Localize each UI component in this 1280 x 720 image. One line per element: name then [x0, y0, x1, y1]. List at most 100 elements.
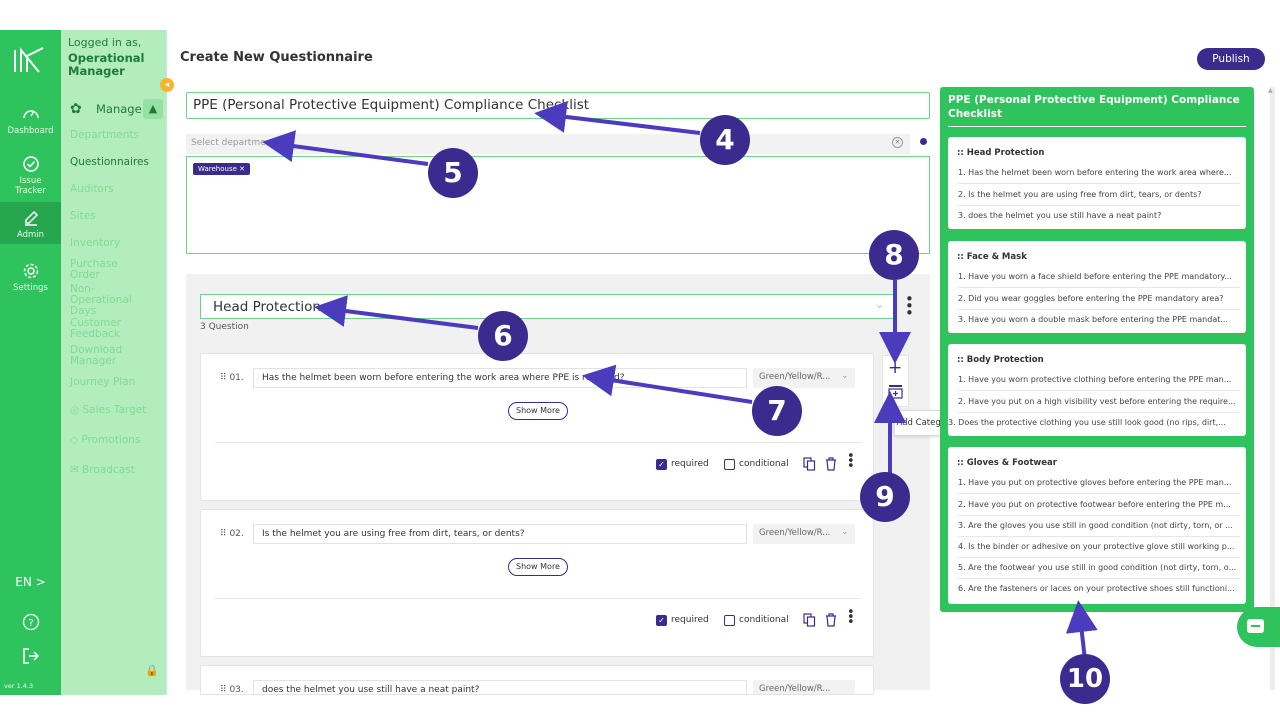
logout-icon[interactable]	[0, 647, 61, 668]
nav-item-broadcast[interactable]: ✉ Broadcast	[70, 465, 162, 476]
preview-question: 5. Are the footwear you use still in goo…	[958, 563, 1237, 572]
question-number: ⠿ 02.	[220, 529, 244, 539]
nav-item-questionnaires[interactable]: Questionnaires	[70, 156, 149, 168]
collapse-arrow-icon[interactable]: ◂	[160, 78, 174, 92]
chevron-down-icon: ⌄	[841, 527, 849, 537]
language-switch[interactable]: EN >	[15, 575, 46, 589]
nav-item-customer-feedback[interactable]: Customer Feedback	[70, 317, 122, 340]
icon-rail: Dashboard Issue Tracker Admin Settings E…	[0, 30, 61, 695]
conditional-checkbox[interactable]	[724, 615, 735, 626]
copy-icon[interactable]	[803, 457, 816, 471]
answer-type-select[interactable]: Green/Yellow/R...⌄	[753, 368, 855, 388]
nav-item-sites[interactable]: Sites	[70, 210, 96, 222]
drag-handle-icon[interactable]: ⠿	[220, 373, 230, 383]
question-text-input[interactable]: Is the helmet you are using free from di…	[253, 524, 747, 544]
chevron-up-icon[interactable]: ▲	[143, 99, 163, 119]
preview-question: 1. Have you worn protective clothing bef…	[958, 375, 1232, 384]
divider	[215, 442, 861, 443]
category-title-input[interactable]: Head Protection	[200, 294, 896, 319]
callout-4: 4	[700, 115, 750, 165]
question-number-label: 01.	[229, 373, 244, 383]
answer-type-select[interactable]: Green/Yellow/R...⌄	[753, 524, 855, 544]
preview-category-card[interactable]: :: Head Protection 1. Has the helmet bee…	[948, 137, 1246, 229]
nav-item-inventory[interactable]: Inventory	[70, 237, 121, 249]
preview-question: 3. Does the protective clothing you use …	[948, 418, 1226, 427]
help-icon[interactable]: ?	[0, 613, 61, 634]
preview-title: PPE (Personal Protective Equipment) Comp…	[948, 94, 1240, 120]
rail-label: Admin	[16, 230, 45, 240]
nav-item-departments[interactable]: Departments	[70, 129, 140, 141]
divider	[958, 536, 1240, 537]
trash-icon[interactable]	[825, 613, 837, 627]
preview-category-card[interactable]: :: Gloves & Footwear 1. Have you put on …	[948, 447, 1246, 604]
rail-issue-tracker[interactable]: Issue Tracker	[0, 155, 61, 196]
department-chip[interactable]: Warehouse ✕	[193, 163, 251, 175]
preview-question: 6. Are the fasteners or laces on your pr…	[958, 584, 1235, 593]
divider	[958, 287, 1240, 288]
required-checkbox[interactable]: ✓	[656, 615, 667, 626]
preview-question: 3. does the helmet you use still have a …	[958, 211, 1162, 220]
page-title: Create New Questionnaire	[180, 50, 373, 65]
scroll-up-icon[interactable]: ▲	[1268, 87, 1273, 94]
preview-question: 2. Did you wear goggles before entering …	[958, 294, 1224, 303]
clear-icon[interactable]: ×	[892, 137, 903, 148]
rail-settings[interactable]: Settings	[0, 262, 61, 293]
question-card: ⠿ 03. does the helmet you use still have…	[200, 665, 874, 695]
nav-item-sales-target[interactable]: ◎ Sales Target	[70, 405, 162, 416]
divider	[948, 126, 1246, 127]
rail-label: Dashboard	[7, 126, 54, 136]
nav-item-promotions[interactable]: ◇ Promotions	[70, 435, 162, 446]
conditional-checkbox[interactable]	[724, 459, 735, 470]
copy-icon[interactable]	[803, 613, 816, 627]
nav-item-non-operational-days[interactable]: Non-Operational Days	[70, 283, 132, 317]
answer-type-select[interactable]: Green/Yellow/R...	[753, 680, 855, 694]
nav-item-journey-plan[interactable]: Journey Plan	[70, 376, 136, 388]
nav-item-purchase-order[interactable]: Purchase Order	[70, 258, 118, 281]
questionnaire-title-input[interactable]: PPE (Personal Protective Equipment) Comp…	[186, 92, 930, 119]
nav-item-auditors[interactable]: Auditors	[70, 183, 114, 195]
info-icon[interactable]	[920, 138, 927, 145]
svg-text:?: ?	[28, 618, 33, 629]
publish-button[interactable]: Publish	[1197, 48, 1265, 70]
question-number: ⠿ 01.	[220, 373, 244, 383]
question-card: ⠿ 02. Is the helmet you are using free f…	[200, 509, 874, 657]
preview-category-card[interactable]: :: Body Protection 1. Have you worn prot…	[948, 344, 1246, 436]
chevron-down-icon[interactable]: ⌄	[875, 298, 885, 311]
more-vertical-icon[interactable]: •••	[905, 290, 914, 322]
divider	[958, 493, 1240, 494]
question-text-input[interactable]: Has the helmet been worn before entering…	[253, 368, 747, 388]
more-vertical-icon[interactable]: •••	[847, 449, 855, 474]
department-select[interactable]: Select department	[186, 134, 910, 154]
required-label: required	[671, 459, 709, 469]
app-logo-icon	[14, 47, 44, 73]
more-vertical-icon[interactable]: •••	[847, 605, 855, 630]
nav-manage-group[interactable]: ✿ Manage ▲	[66, 96, 164, 122]
close-icon[interactable]: ✕	[239, 165, 246, 173]
add-category-icon[interactable]	[888, 384, 903, 399]
question-number-label: 02.	[229, 529, 244, 539]
required-label: required	[671, 615, 709, 625]
rail-dashboard[interactable]: Dashboard	[0, 105, 61, 136]
drag-handle-icon[interactable]: ⠿	[220, 529, 230, 539]
nav-divider	[166, 30, 167, 695]
trash-icon[interactable]	[825, 457, 837, 471]
callout-5: 5	[428, 148, 478, 198]
preview-category-card[interactable]: :: Face & Mask 1. Have you worn a face s…	[948, 241, 1246, 333]
scrollbar[interactable]	[1270, 87, 1275, 690]
rail-admin[interactable]: Admin	[0, 202, 61, 244]
preview-question: 2. Is the helmet you are using free from…	[958, 190, 1202, 199]
preview-question: 1. Has the helmet been worn before enter…	[958, 168, 1232, 177]
nav-item-download-manager[interactable]: Download Manager	[70, 344, 123, 367]
divider	[958, 515, 1240, 516]
question-text-input[interactable]: does the helmet you use still have a nea…	[253, 680, 747, 694]
required-checkbox[interactable]: ✓	[656, 459, 667, 470]
gauge-icon	[22, 110, 39, 119]
lock-icon[interactable]: 🔒	[145, 664, 159, 677]
show-more-button[interactable]: Show More	[508, 558, 568, 576]
drag-handle-icon[interactable]: ⠿	[220, 685, 230, 695]
chat-button[interactable]	[1237, 607, 1280, 647]
add-question-icon[interactable]: +	[888, 358, 903, 378]
show-more-button[interactable]: Show More	[508, 402, 568, 420]
target-icon: ◎	[70, 404, 83, 416]
preview-category-title: :: Face & Mask	[957, 252, 1027, 262]
